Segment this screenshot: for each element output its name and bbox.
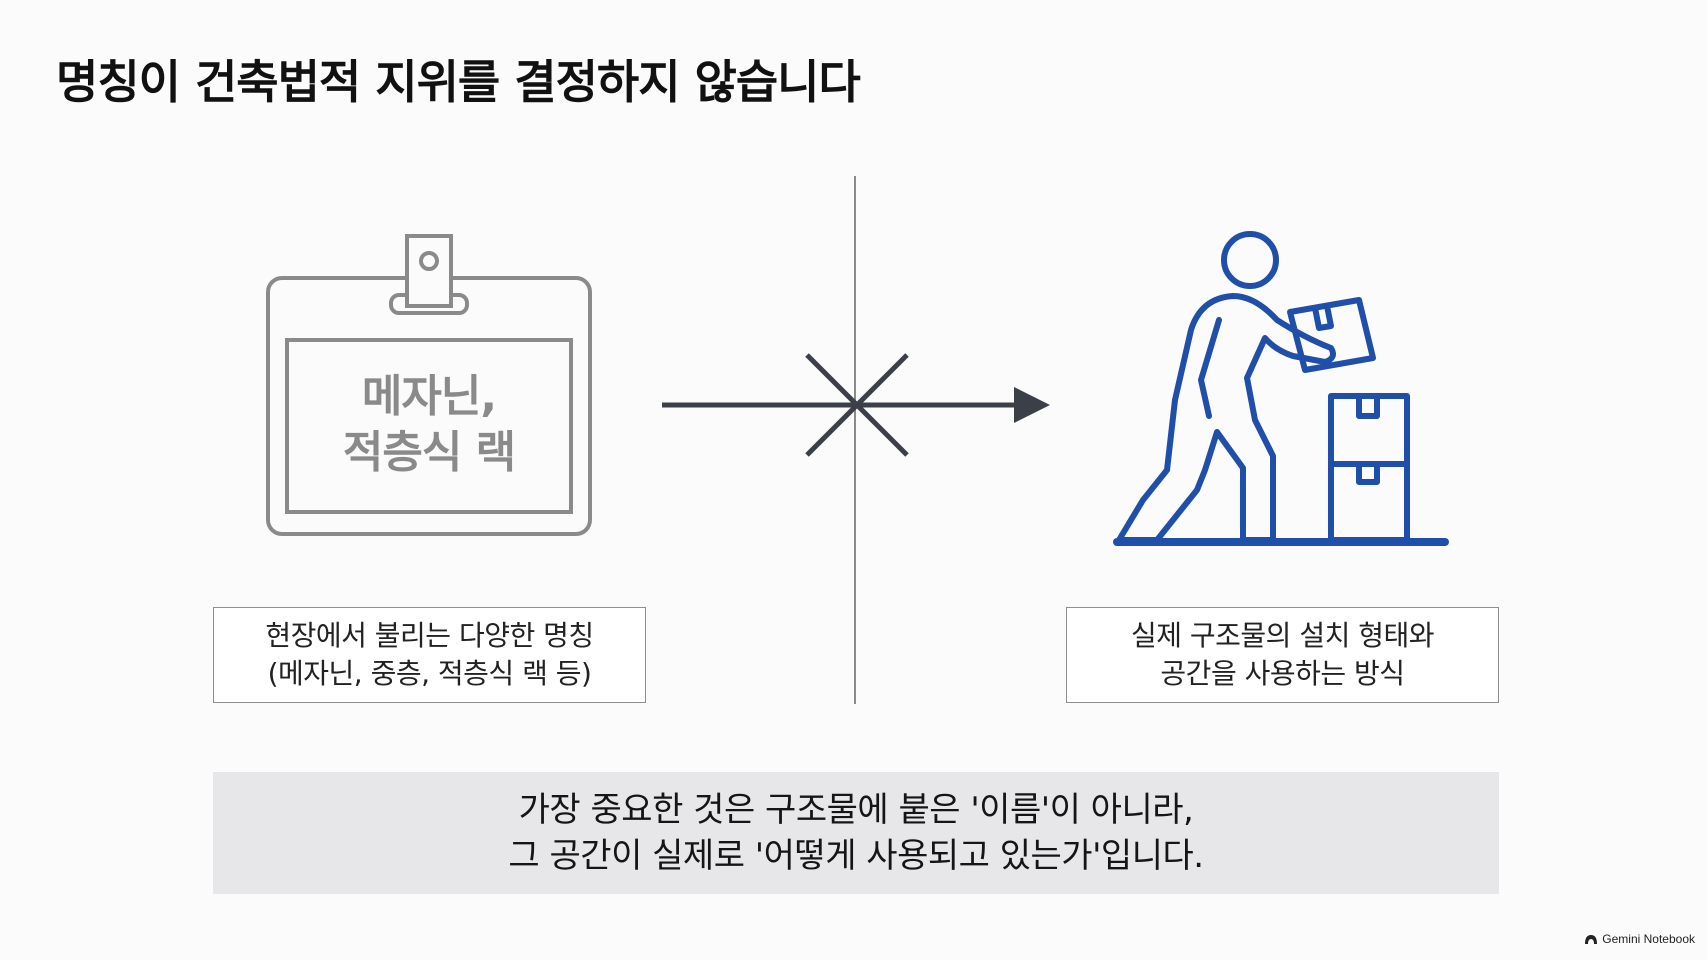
cross-stroke-2 <box>805 353 909 457</box>
key-message-banner: 가장 중요한 것은 구조물에 붙은 '이름'이 아니라, 그 공간이 실제로 '… <box>213 772 1499 894</box>
watermark: Gemini Notebook <box>1584 932 1695 946</box>
left-caption-box: 현장에서 불리는 다양한 명칭 (메자닌, 중층, 적층식 랙 등) <box>213 607 646 703</box>
right-caption-box: 실제 구조물의 설치 형태와 공간을 사용하는 방식 <box>1066 607 1499 703</box>
crossed-arrow-icon <box>662 353 1050 457</box>
worker-carrying-box-icon <box>1113 231 1449 546</box>
id-badge-icon <box>266 234 592 536</box>
badge-label: 메자닌, 적층식 랙 <box>286 340 572 510</box>
badge-label-line1: 메자닌, <box>361 371 497 422</box>
banner-line2: 그 공간이 실제로 '어떻게 사용되고 있는가'입니다. <box>508 836 1204 876</box>
right-caption-line1: 실제 구조물의 설치 형태와 <box>1130 619 1435 652</box>
badge-label-line2: 적층식 랙 <box>342 427 516 478</box>
left-caption-line1: 현장에서 불리는 다양한 명칭 <box>265 619 594 652</box>
left-caption-line2: (메자닌, 중층, 적층식 랙 등) <box>267 657 592 690</box>
page-title: 명칭이 건축법적 지위를 결정하지 않습니다 <box>56 55 861 109</box>
vertical-divider <box>854 176 856 704</box>
watermark-text: Gemini Notebook <box>1602 932 1695 946</box>
right-caption-line2: 공간을 사용하는 방식 <box>1160 657 1405 690</box>
banner-line1: 가장 중요한 것은 구조물에 붙은 '이름'이 아니라, <box>518 790 1194 830</box>
gemini-logo-icon <box>1585 935 1598 944</box>
